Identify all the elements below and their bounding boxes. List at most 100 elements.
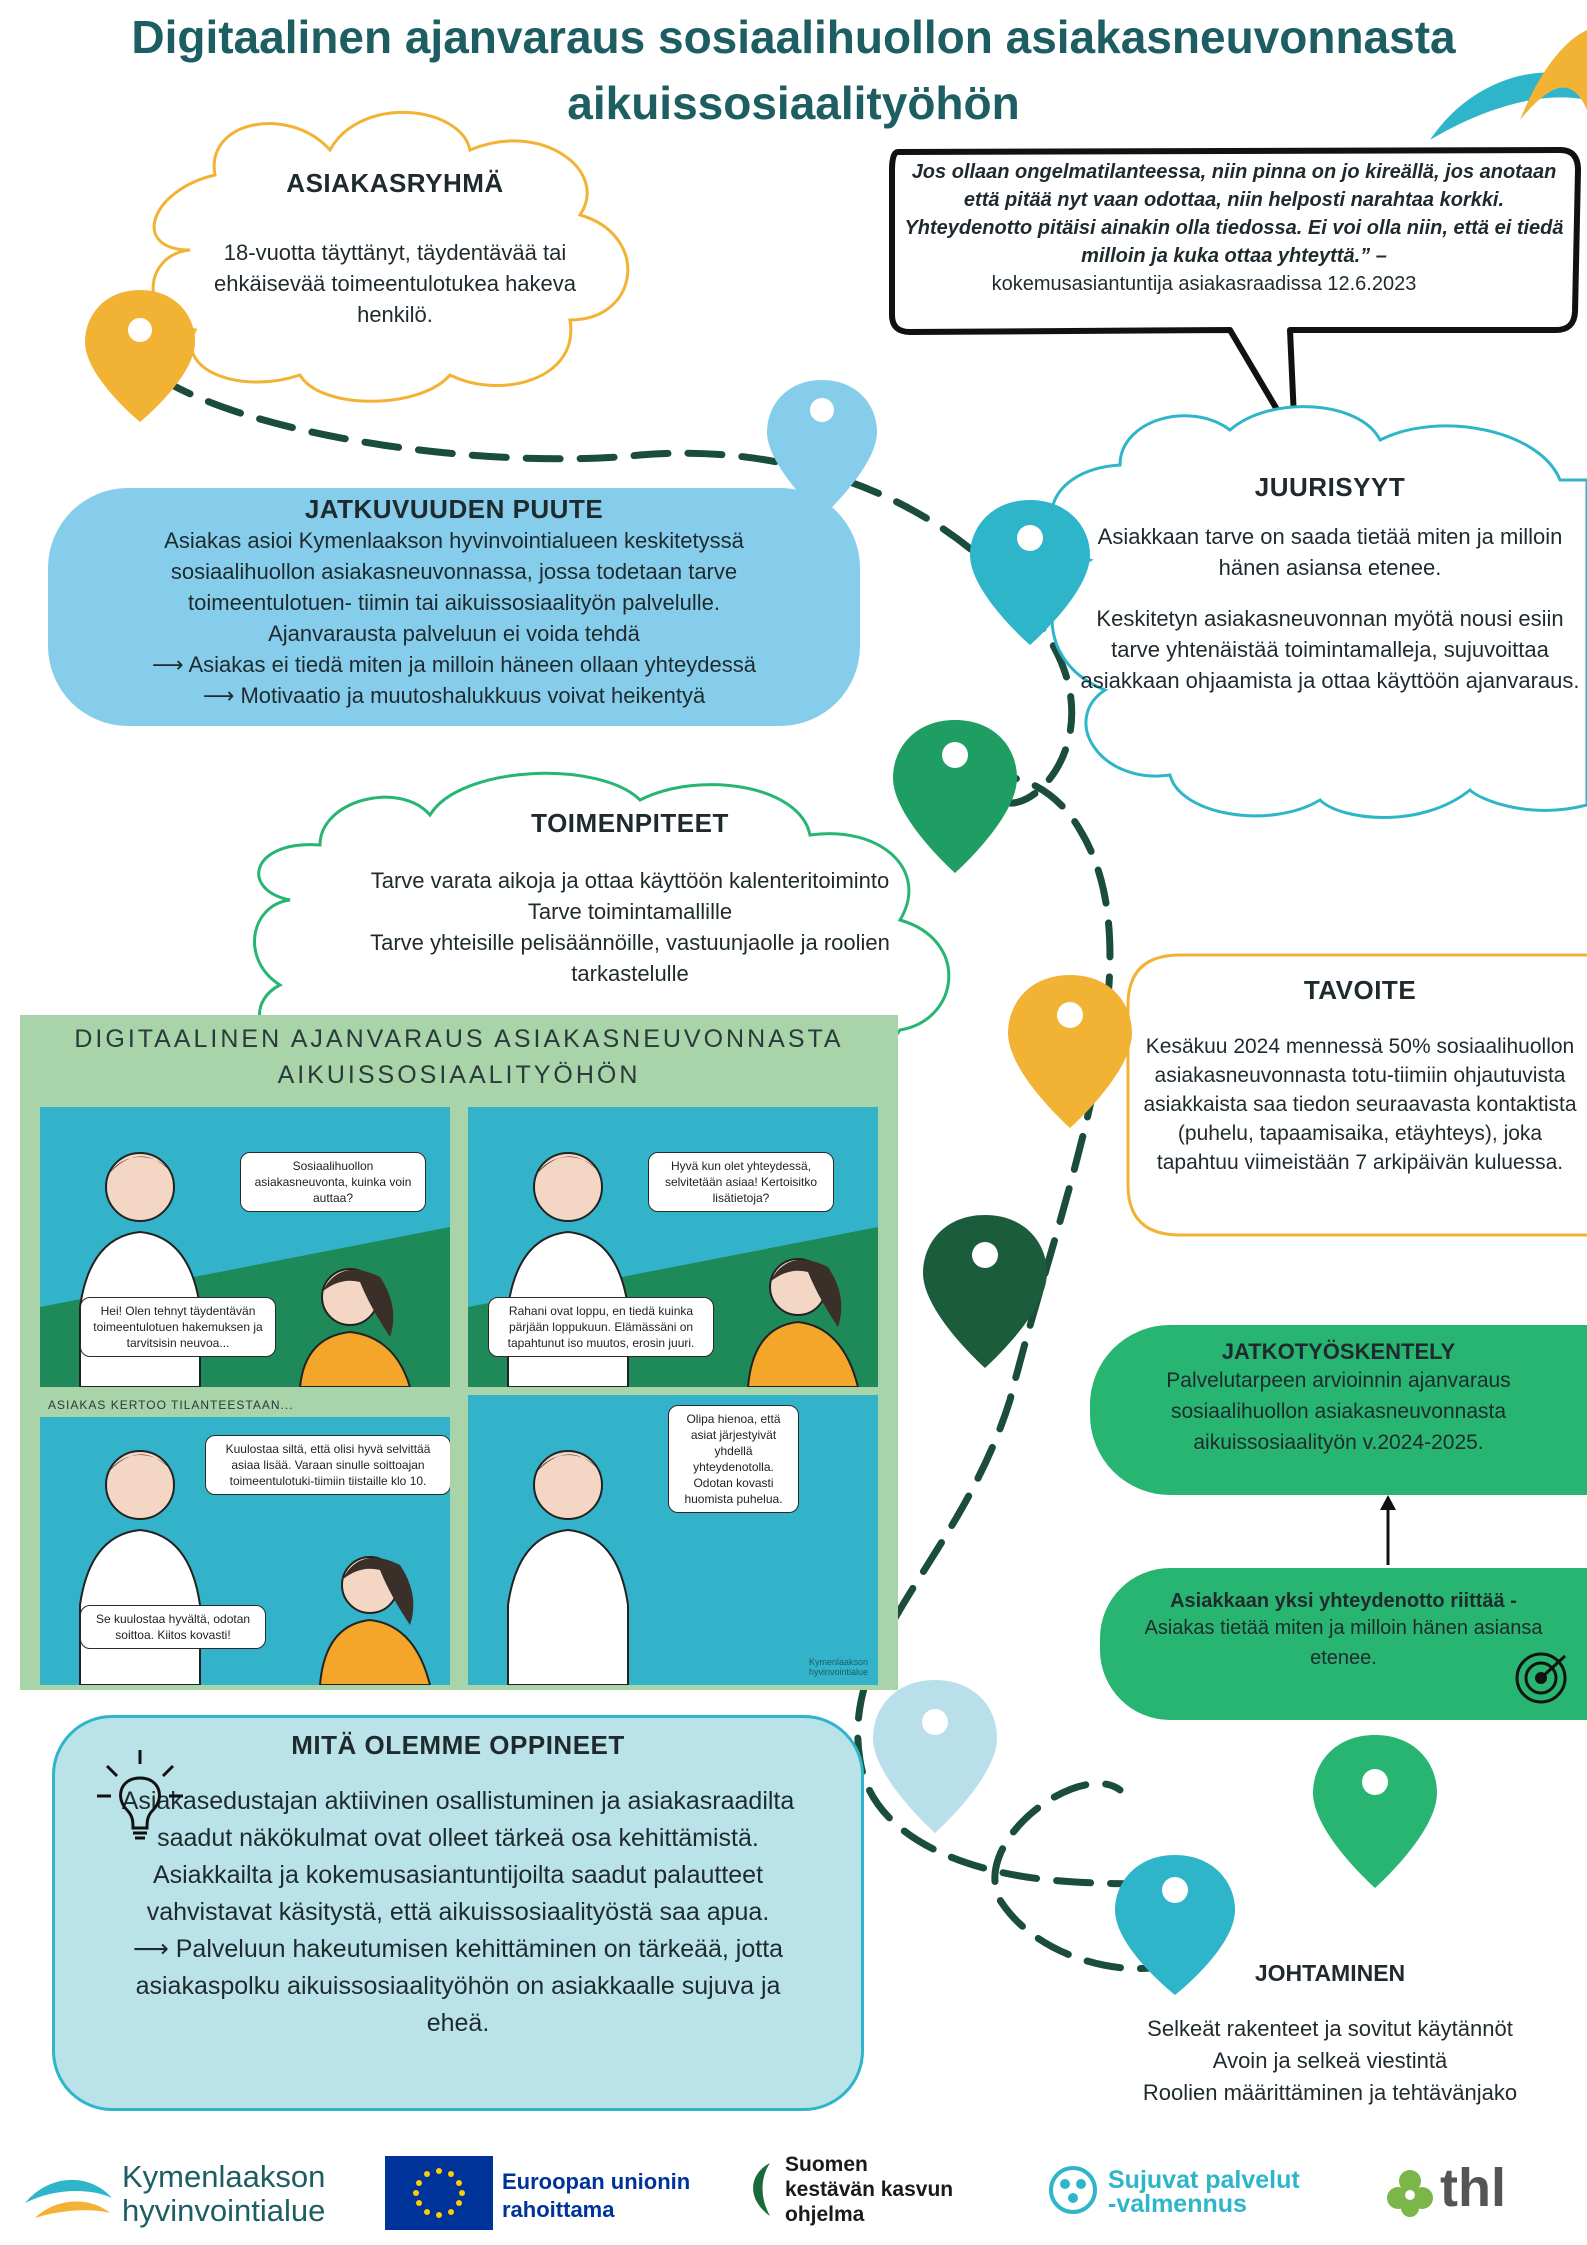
lightbulb-icon [97,1750,183,1840]
comic-p1-client-bubble: Hei! Olen tehnyt täydentävän toimeentulo… [80,1297,276,1357]
pin-darkgreen-1 [923,1215,1047,1368]
comic-p3-client-bubble: Se kuulostaa hyvältä, odotan soittoa. Ki… [80,1605,266,1649]
juurisyyt-text-2: Keskitetyn asiakasneuvonnan myötä nousi … [1080,606,1580,693]
target-icon [1515,1652,1567,1704]
jatkuvuus-heading: JATKUVUUDEN PUUTE [304,494,604,524]
arrow-right-icon: ⟶ [202,683,235,708]
pin-orange-2 [1008,975,1132,1128]
jatkuvuus-line-4: Motivaatio ja muutoshalukkuus voivat hei… [240,683,706,708]
eu-line-2: rahoittama [502,2197,615,2222]
thl-logo-icon [1387,2170,1433,2217]
title-line-1: Digitaalinen ajanvaraus sosiaalihuollon … [131,11,1456,63]
johtaminen-section: JOHTAMINEN Selkeät rakenteet ja sovitut … [1080,1958,1580,2109]
pin-green-1 [893,720,1017,873]
toimenpiteet-heading: TOIMENPITEET [531,808,729,838]
oppineet-text-2-row: ⟶ Palveluun hakeutumisen kehittäminen on… [55,1931,861,2042]
johtaminen-line-3: Roolien määrittäminen ja tehtävänjako [1142,2080,1518,2105]
sujuvat-logo-icon [1049,2166,1097,2214]
cloud-asiakasryhma [151,110,630,403]
sujuvat-line-2: -valmennus [1108,2190,1247,2218]
comic-logo: Kymenlaakson hyvinvointialue [809,1657,868,1677]
logo-row: Kymenlaakson hyvinvointialue Euroopan un… [0,2140,1587,2245]
oppineet-text-2: Palveluun hakeutumisen kehittäminen on t… [135,1935,784,2037]
jatkuvuus-text: Asiakas asioi Kymenlaakson hyvinvointial… [164,528,744,615]
jatkuvuus-line-4-row: ⟶ Motivaatio ja muutoshalukkuus voivat h… [48,680,860,711]
swoosh-orange [1520,30,1587,120]
pin-lightblue-2 [873,1680,997,1833]
tavoite-text: Kesäkuu 2024 mennessä 50% sosiaalihuollo… [1143,1035,1577,1174]
oppineet-heading: MITÄ OLEMME OPPINEET [291,1730,625,1760]
quote-source: kokemusasiantuntija asiakasraadissa 12.6… [991,273,1417,295]
johtaminen-line-1: Selkeät rakenteet ja sovitut käytännöt [1147,2016,1513,2041]
jatkuvuus-line-3-row: ⟶ Asiakas ei tiedä miten ja milloin häne… [48,649,860,680]
kymen-line-1: Kymenlaakson [122,2159,326,2194]
juurisyyt-section: JUURISYYT Asiakkaan tarve on saada tietä… [1080,472,1580,696]
sujuvat-line-1: Sujuvat palvelut [1108,2166,1300,2194]
juurisyyt-heading: JUURISYYT [1254,472,1406,502]
toimenpiteet-line-2: Tarve toimintamallille [527,899,733,924]
kymen-line-2: hyvinvointialue [122,2193,326,2228]
comic-logo-line-2: hyvinvointialue [808,1667,868,1677]
comic-title-line-2: AIKUISSOSIAALITYÖHÖN [277,1061,641,1089]
suomi-logo-icon [753,2163,770,2216]
comic-p3-caption: ASIAKAS KERTOO TILANTEESTAAN... [48,1398,294,1412]
comic-panel-2: Hyvä kun olet yhteydessä, selvitetään as… [468,1107,878,1387]
sujuvat-logo-text: Sujuvat palvelut -valmennus [1108,2166,1300,2218]
jatkotyoskentely-text: Palvelutarpeen arvioinnin ajanvaraus sos… [1166,1369,1511,1454]
yksi-text: Asiakas tietää miten ja milloin hänen as… [1144,1617,1543,1669]
pin-orange-1 [85,290,195,422]
toimenpiteet-section: TOIMENPITEET Tarve varata aikoja ja otta… [330,808,930,989]
yksi-yhteydenotto-card: Asiakkaan yksi yhteydenotto riittää - As… [1100,1568,1587,1720]
comic-p2-worker-bubble: Hyvä kun olet yhteydessä, selvitetään as… [648,1152,834,1212]
arrow-right-icon: ⟶ [152,652,184,677]
comic-strip: DIGITAALINEN AJANVARAUS ASIAKASNEUVONNAS… [20,1015,898,1690]
toimenpiteet-line-1: Tarve varata aikoja ja ottaa käyttöön ka… [370,868,890,893]
oppineet-text: Asiakasedustajan aktiivinen osallistumin… [121,1787,795,1926]
pin-lightblue-1 [767,380,877,517]
suomi-line-1: Suomen [785,2153,868,2176]
pin-teal-1 [970,500,1090,645]
kymenlaakso-logo-icon [25,2179,112,2218]
asiakasryhma-text: 18-vuotta täyttänyt, täydentävää tai ehk… [213,240,577,327]
tavoite-section: TAVOITE Kesäkuu 2024 mennessä 50% sosiaa… [1140,975,1580,1177]
comic-title-line-1: DIGITAALINEN AJANVARAUS ASIAKASNEUVONNAS… [74,1025,844,1053]
comic-panel-4: Olipa hienoa, että asiat järjestyivät yh… [468,1395,878,1685]
quote-section: Jos ollaan ongelmatilanteessa, niin pinn… [898,158,1570,298]
johtaminen-line-2: Avoin ja selkeä viestintä [1212,2048,1448,2073]
johtaminen-heading: JOHTAMINEN [1254,1960,1406,1986]
comic-title: DIGITAALINEN AJANVARAUS ASIAKASNEUVONNAS… [20,1021,898,1093]
comic-logo-line-1: Kymenlaakson [808,1657,868,1667]
oppineet-card: MITÄ OLEMME OPPINEET Asiakasedustajan ak… [52,1715,864,2111]
pin-teal-2 [1115,1855,1235,1995]
pin-green-2 [1313,1735,1437,1888]
suomi-line-2: kestävän kasvun [785,2178,954,2201]
thl-logo-text: thl [1440,2158,1506,2218]
quote-bubble-outline [889,147,1581,443]
eu-line-1: Euroopan unionin [502,2169,691,2194]
eu-logo-text: Euroopan unionin rahoittama [502,2168,690,2224]
comic-p4-client-bubble: Olipa hienoa, että asiat järjestyivät yh… [668,1405,799,1513]
yksi-heading: Asiakkaan yksi yhteydenotto riittää - [1170,1590,1517,1612]
comic-panel-4-art [507,1450,629,1685]
asiakasryhma-section: ASIAKASRYHMÄ 18-vuotta täyttänyt, täyden… [190,168,600,330]
tavoite-heading: TAVOITE [1303,975,1417,1005]
suomi-logo-text: Suomen kestävän kasvun ohjelma [785,2152,953,2227]
page-title: Digitaalinen ajanvaraus sosiaalihuollon … [0,4,1587,136]
jatkuvuus-card: JATKUVUUDEN PUUTE Asiakas asioi Kymenlaa… [48,488,860,726]
suomi-line-3: ohjelma [785,2203,865,2226]
eu-flag-icon [385,2156,493,2230]
arrow-right-icon: ⟶ [132,1935,169,1963]
cloud-juurisyyt [1050,405,1587,819]
jatkotyoskentely-card: JATKOTYÖSKENTELY Palvelutarpeen arvioinn… [1090,1325,1587,1495]
toimenpiteet-line-3: Tarve yhteisille pelisäännöille, vastuun… [370,930,890,986]
comic-p3-worker-bubble: Kuulostaa siltä, että olisi hyvä selvitt… [205,1435,450,1495]
arrow-up-head [1380,1495,1396,1510]
jatkotyoskentely-heading: JATKOTYÖSKENTELY [1221,1339,1456,1364]
jatkuvuus-line-3: Asiakas ei tiedä miten ja milloin häneen… [188,652,756,677]
comic-panel-1: Sosiaalihuollon asiakasneuvonta, kuinka … [40,1107,450,1387]
quote-text: Jos ollaan ongelmatilanteessa, niin pinn… [904,161,1564,267]
juurisyyt-text-1: Asiakkaan tarve on saada tietää miten ja… [1097,524,1563,580]
comic-p1-worker-bubble: Sosiaalihuollon asiakasneuvonta, kuinka … [240,1152,426,1212]
comic-p2-client-bubble: Rahani ovat loppu, en tiedä kuinka pärjä… [488,1297,714,1357]
